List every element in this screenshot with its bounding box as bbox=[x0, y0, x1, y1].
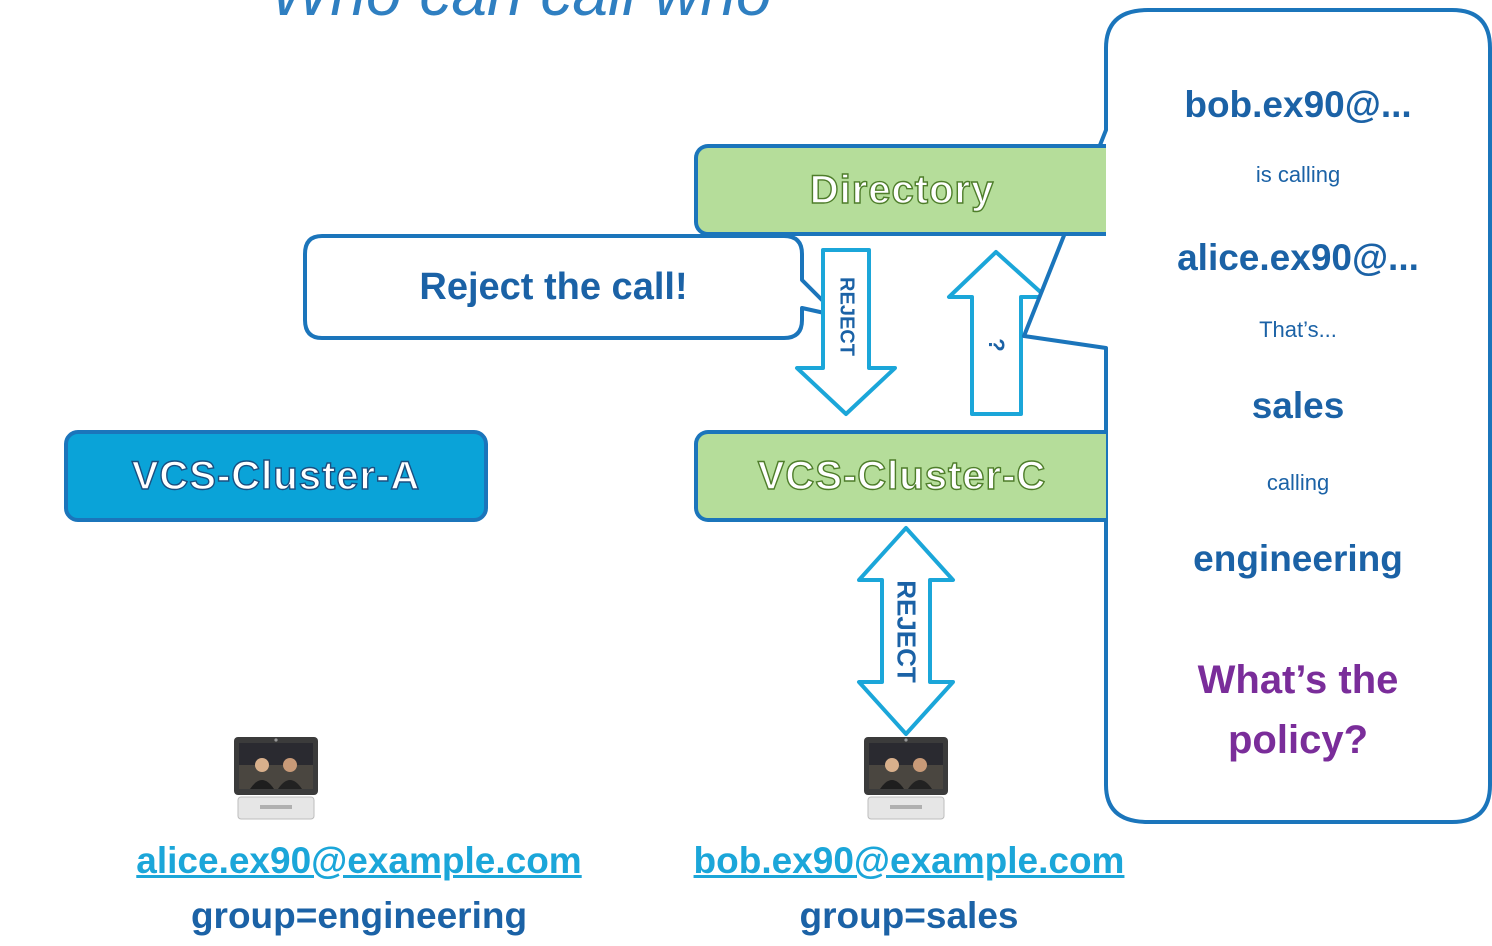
policy-question-line2: policy? bbox=[1227, 718, 1369, 762]
reject-down-label: REJECT bbox=[835, 277, 858, 356]
policy-question-line1: What’s the bbox=[1197, 658, 1399, 702]
directory-label: Directory bbox=[809, 167, 995, 212]
bob-group-label: group=sales bbox=[799, 895, 1019, 936]
vcs-cluster-c-node: VCS-Cluster-C bbox=[694, 430, 1106, 522]
vcs-cluster-a-label: VCS-Cluster-A bbox=[131, 453, 421, 498]
query-up-arrow bbox=[947, 250, 1048, 416]
alice-address-link[interactable]: alice.ex90@example.com bbox=[136, 840, 582, 881]
is-calling-text: is calling bbox=[1255, 162, 1341, 187]
caller-group: sales bbox=[1251, 385, 1345, 426]
caller-address: bob.ex90@... bbox=[1184, 84, 1412, 125]
vcs-cluster-c-label: VCS-Cluster-C bbox=[757, 453, 1047, 498]
directory-node: Directory bbox=[694, 144, 1106, 236]
alice-endpoint-icon bbox=[234, 737, 318, 820]
bob-address-link[interactable]: bob.ex90@example.com bbox=[693, 840, 1125, 881]
reject-down-arrow bbox=[795, 248, 897, 416]
reject-callout-shape bbox=[303, 234, 840, 340]
slide-title: Who can call who bbox=[270, 0, 772, 30]
calling-text: calling bbox=[1266, 470, 1330, 495]
callee-group: engineering bbox=[1193, 538, 1403, 579]
reject-double-label: REJECT bbox=[891, 580, 922, 683]
alice-group-label: group=engineering bbox=[190, 895, 528, 936]
thats-text: That’s... bbox=[1259, 317, 1337, 342]
reject-double-arrow bbox=[857, 526, 955, 736]
query-up-label: ? bbox=[984, 338, 1009, 352]
info-bubble-shape bbox=[1022, 8, 1492, 824]
vcs-cluster-a-node: VCS-Cluster-A bbox=[64, 430, 488, 522]
bob-endpoint-icon bbox=[864, 737, 948, 820]
callee-address: alice.ex90@... bbox=[1177, 237, 1419, 278]
reject-callout-text: Reject the call! bbox=[419, 266, 688, 308]
